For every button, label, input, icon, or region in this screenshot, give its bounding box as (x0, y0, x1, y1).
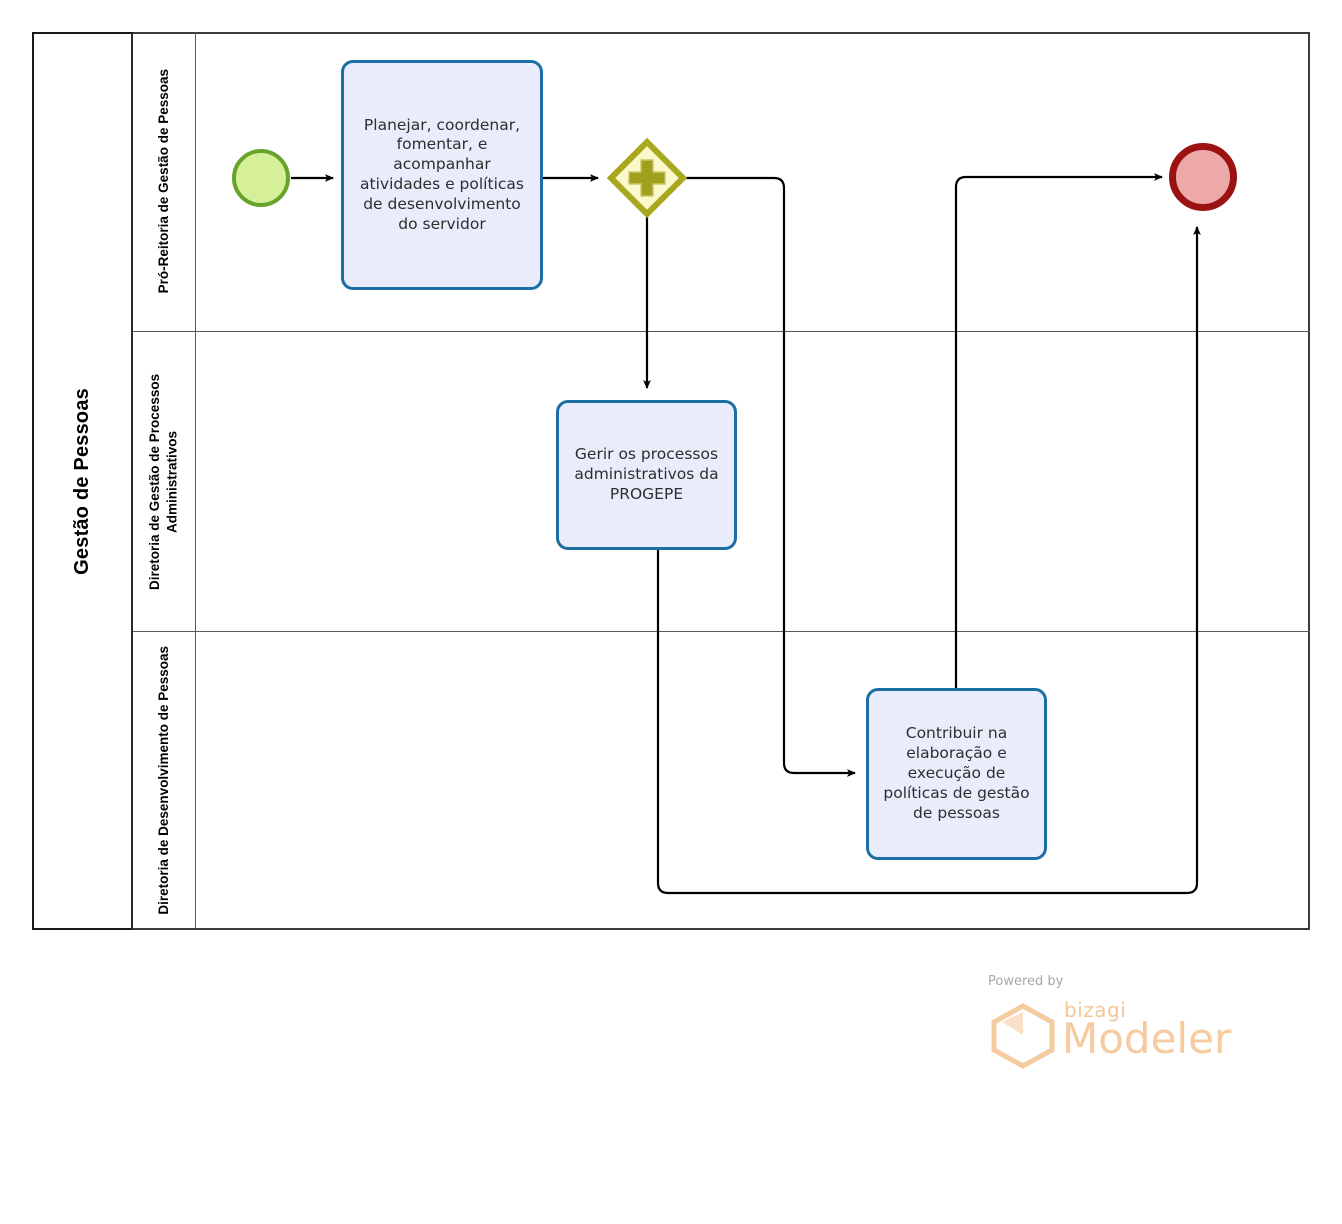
task-contribuir-politicas[interactable]: Contribuir na elaboração e execução de p… (866, 688, 1047, 860)
start-event[interactable] (232, 149, 290, 207)
task-planejar-coordenar[interactable]: Planejar, coordenar, fomentar, e acompan… (341, 60, 543, 290)
parallel-gateway[interactable] (606, 137, 688, 219)
task-label-1: Planejar, coordenar, fomentar, e acompan… (360, 115, 524, 233)
lane-desenvolvimento: Diretoria de Desenvolvimento de Pessoas (133, 632, 1310, 928)
lane-processos-adm: Diretoria de Gestão de Processos Adminis… (133, 332, 1310, 632)
flow-task2-to-end (656, 226, 1201, 895)
lane-pro-reitoria: Pró-Reitoria de Gestão de Pessoas (133, 32, 1310, 332)
parallel-plus-icon (628, 159, 666, 197)
lane-header-processos-adm: Diretoria de Gestão de Processos Adminis… (133, 332, 196, 631)
pool-title: Gestão de Pessoas (32, 32, 133, 930)
task-label-3: Contribuir na elaboração e execução de p… (883, 724, 1030, 822)
lane-header-pro-reitoria: Pró-Reitoria de Gestão de Pessoas (133, 32, 196, 331)
task-label-2: Gerir os processos administrativos da PR… (574, 445, 719, 503)
lane-header-desenvolvimento: Diretoria de Desenvolvimento de Pessoas (133, 632, 196, 928)
task-gerir-processos[interactable]: Gerir os processos administrativos da PR… (556, 400, 737, 550)
flow-gateway-to-task3 (686, 176, 856, 777)
end-event[interactable] (1169, 143, 1237, 211)
flow-task3-to-end (954, 173, 1163, 688)
